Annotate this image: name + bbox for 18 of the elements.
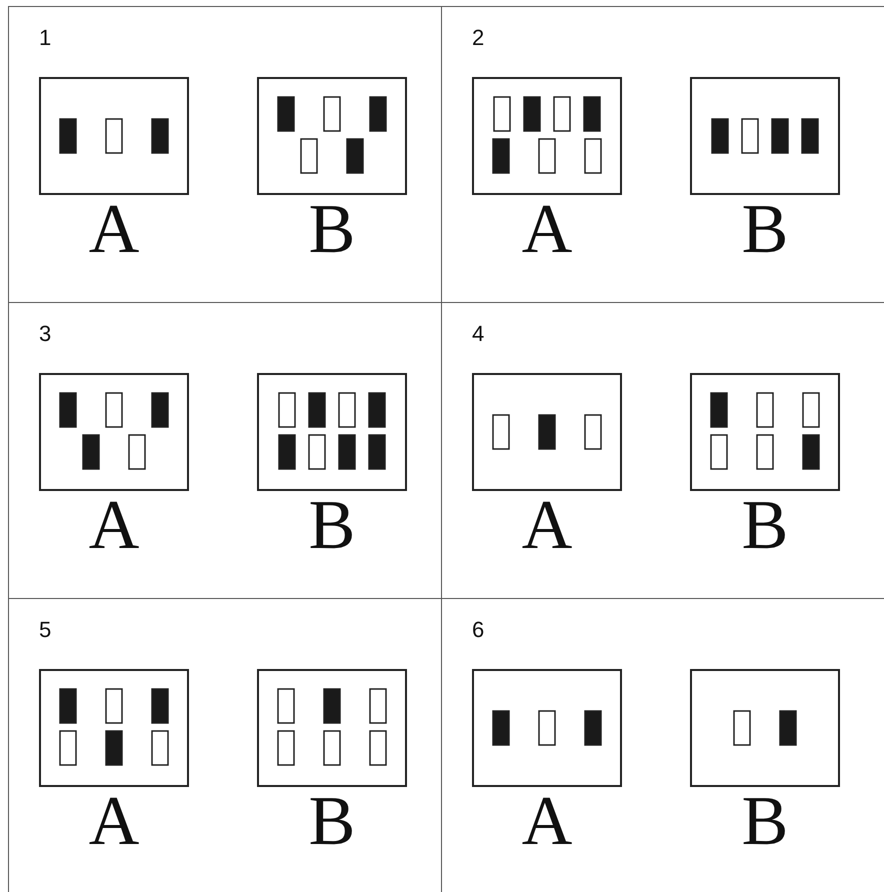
panel-number: 3 (39, 321, 52, 347)
option-letter: A (520, 195, 574, 265)
option-letter: A (88, 787, 140, 857)
option-letter: B (308, 787, 356, 857)
option-letter: A (88, 195, 140, 265)
option-letter: A (520, 491, 574, 561)
option-letter: A (520, 787, 574, 857)
option-letter: B (740, 787, 790, 857)
panel-number: 2 (472, 25, 484, 51)
option-letter: A (88, 491, 140, 561)
option-letter: B (308, 491, 356, 561)
option-letter: B (740, 491, 790, 561)
panel-number: 4 (472, 321, 484, 347)
option-letter: B (740, 195, 790, 265)
panel-number: 6 (472, 617, 484, 643)
panel-number: 5 (39, 617, 52, 643)
panel-number: 1 (39, 25, 52, 51)
option-letter: B (308, 195, 356, 265)
